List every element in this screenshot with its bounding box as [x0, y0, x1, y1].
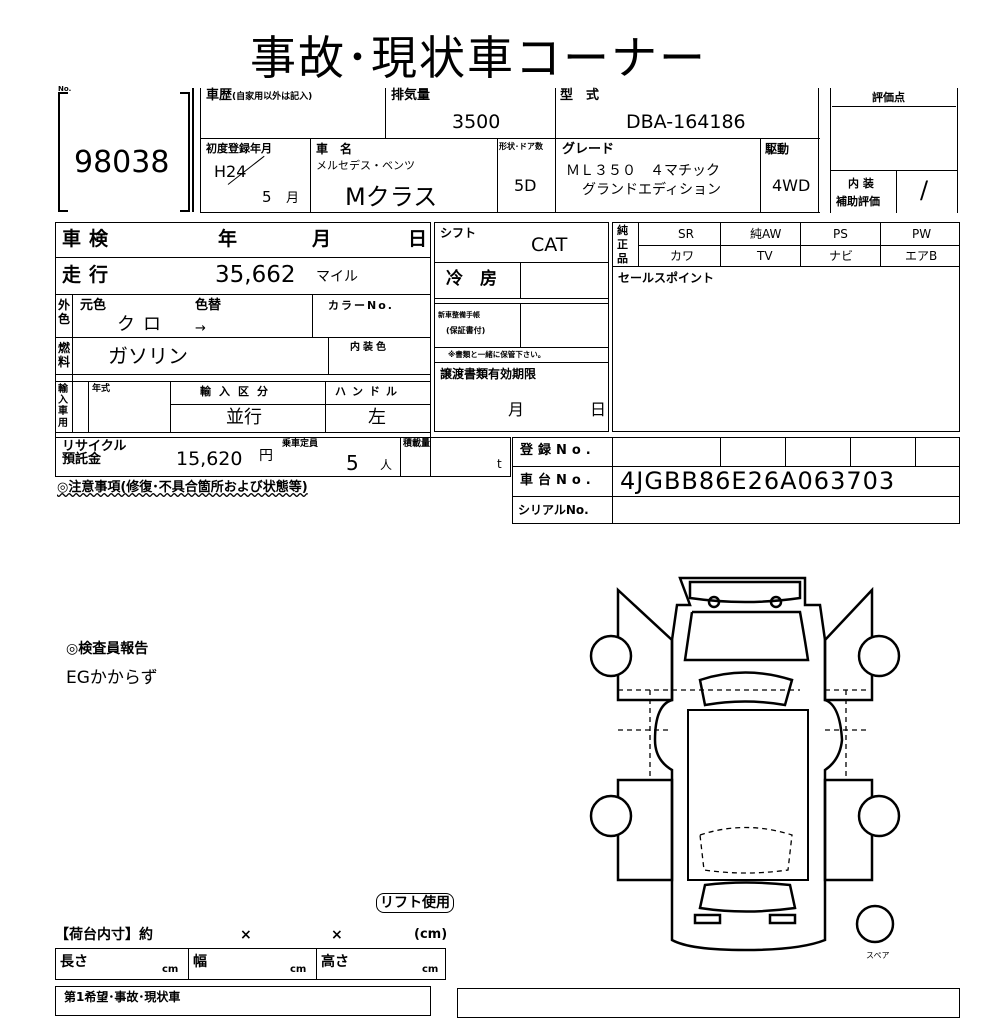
shaken-year: 年	[218, 228, 238, 250]
chassis-no: 4JGBB86E26A063703	[620, 467, 896, 495]
maint-label-2: (保証書付)	[446, 326, 486, 335]
equip-sr: SR	[678, 227, 694, 241]
shaken-month: 月	[312, 228, 332, 250]
lot-number: 98038	[74, 145, 170, 180]
lot-bracket-right2	[192, 88, 194, 212]
lot-bracket-left	[58, 92, 68, 212]
equip-pw: PW	[912, 227, 932, 241]
report-text: EGかからず	[66, 668, 158, 688]
capacity-unit: 人	[380, 458, 393, 472]
recycle-unit: 円	[259, 448, 273, 464]
orig-color-label: 元色	[80, 298, 107, 313]
interior-color-label: 内装色	[350, 342, 389, 353]
no-label: No.	[58, 85, 72, 93]
fuel-label: 燃料	[58, 341, 71, 370]
car-diagram: スペア	[589, 576, 901, 960]
mileage-label: 走行	[62, 264, 117, 286]
cargo-label: 【荷台内寸】約	[55, 927, 153, 943]
sales-point-label: セールスポイント	[618, 271, 715, 285]
model-year-label: 年式	[92, 384, 111, 394]
interior-label-2: 補助評価	[836, 195, 880, 208]
reg-month: 5	[262, 188, 272, 206]
doors-value: 5D	[514, 176, 537, 195]
doors-label: 形状･ドア数	[499, 142, 543, 151]
reg-no-label: 登録No.	[520, 443, 596, 458]
interior-label-1: 内 装	[848, 177, 874, 190]
exterior-label: 外色	[58, 298, 71, 327]
reg-label: 初度登録年月	[206, 142, 272, 155]
model-value: DBA-164186	[626, 111, 746, 133]
shift-value: CAT	[531, 234, 568, 256]
orig-color-value: クロ	[117, 314, 169, 335]
maint-label-1: 新車整備手帳	[438, 311, 480, 319]
reg-month-unit: 月	[286, 191, 300, 206]
car-name-label: 車 名	[316, 142, 353, 156]
grade-line2: グランドエディション	[582, 182, 722, 198]
displacement-value: 3500	[452, 111, 501, 133]
score-label: 評価点	[872, 91, 905, 104]
color-no-label: カラーNo.	[328, 299, 394, 312]
drive-label: 駆動	[765, 142, 790, 156]
page-title: 事故･現状車コーナー	[250, 31, 707, 85]
grade-label: グレード	[562, 142, 615, 157]
mileage-unit: マイル	[316, 269, 358, 285]
report-label: ◎検査員報告	[66, 641, 149, 657]
cargo-height-cm: cm	[422, 964, 439, 975]
cargo-unit: (cm)	[414, 927, 448, 942]
import-type-value: 並行	[226, 407, 262, 428]
serial-label: シリアルNo.	[518, 503, 589, 517]
load-unit: t	[497, 457, 502, 471]
recycle-label: リサイクル預託金	[62, 439, 127, 467]
maker-value: メルセデス・ベンツ	[316, 159, 415, 172]
color-change-value: →	[195, 321, 206, 336]
caution-label: ◎注意事項(修復･不具合箇所および状態等)	[57, 480, 308, 495]
car-name-value: Mクラス	[345, 183, 438, 211]
equip-ps: PS	[833, 227, 848, 241]
drive-value: 4WD	[772, 176, 811, 195]
equip-leather: カワ	[670, 249, 695, 263]
import-label: 輸入車用	[58, 384, 68, 429]
capacity-value: 5	[346, 451, 359, 475]
docs-label: 譲渡書類有効期限	[440, 367, 537, 381]
aircon-label: 冷 房	[446, 269, 497, 289]
spare-label: スペア	[866, 951, 889, 960]
handle-label: ハンドル	[335, 385, 403, 398]
equip-aw: 純AW	[750, 227, 782, 241]
model-label: 型 式	[560, 88, 600, 103]
shaken-day: 日	[408, 228, 428, 250]
cargo-x1: ×	[240, 927, 252, 943]
equip-tv: TV	[757, 249, 773, 263]
recycle-value: 15,620	[176, 448, 243, 470]
cargo-cut-text: 第1希望･事故･現状車	[64, 990, 181, 1004]
history-label: 車歴(自家用以外は記入)	[206, 88, 313, 103]
shaken-label: 車検	[62, 228, 117, 250]
cargo-width: 幅	[193, 954, 207, 970]
import-type-label: 輸入区分	[200, 385, 276, 398]
cargo-length-cm: cm	[162, 964, 179, 975]
cargo-width-cm: cm	[290, 964, 307, 975]
load-label: 積載量	[403, 439, 431, 449]
equip-airbag: エアB	[905, 249, 938, 263]
shift-label: シフト	[440, 226, 477, 240]
lift-label: リフト使用	[376, 893, 454, 913]
cargo-height: 高さ	[321, 954, 349, 970]
mileage-value: 35,662	[215, 262, 296, 288]
genuine-label: 純正品	[617, 224, 628, 265]
reg-year: H24	[214, 162, 247, 181]
docs-month: 月	[508, 400, 525, 419]
lot-bracket-right	[180, 92, 190, 212]
maint-note: ※書類と一緒に保管下さい。	[448, 350, 546, 359]
grade-line1: ＭＬ３５０ ４マチック	[566, 163, 720, 179]
docs-day: 日	[590, 400, 607, 419]
capacity-label: 乗車定員	[282, 439, 319, 449]
cargo-x2: ×	[331, 927, 343, 943]
cargo-length: 長さ	[60, 954, 88, 970]
chassis-label: 車台No.	[520, 473, 596, 488]
displacement-label: 排気量	[391, 88, 431, 103]
equip-navi: ナビ	[829, 249, 854, 263]
fuel-value: ガソリン	[108, 344, 188, 368]
color-change-label: 色替	[195, 298, 222, 313]
handle-value: 左	[368, 407, 386, 428]
interior-value: /	[920, 176, 929, 204]
